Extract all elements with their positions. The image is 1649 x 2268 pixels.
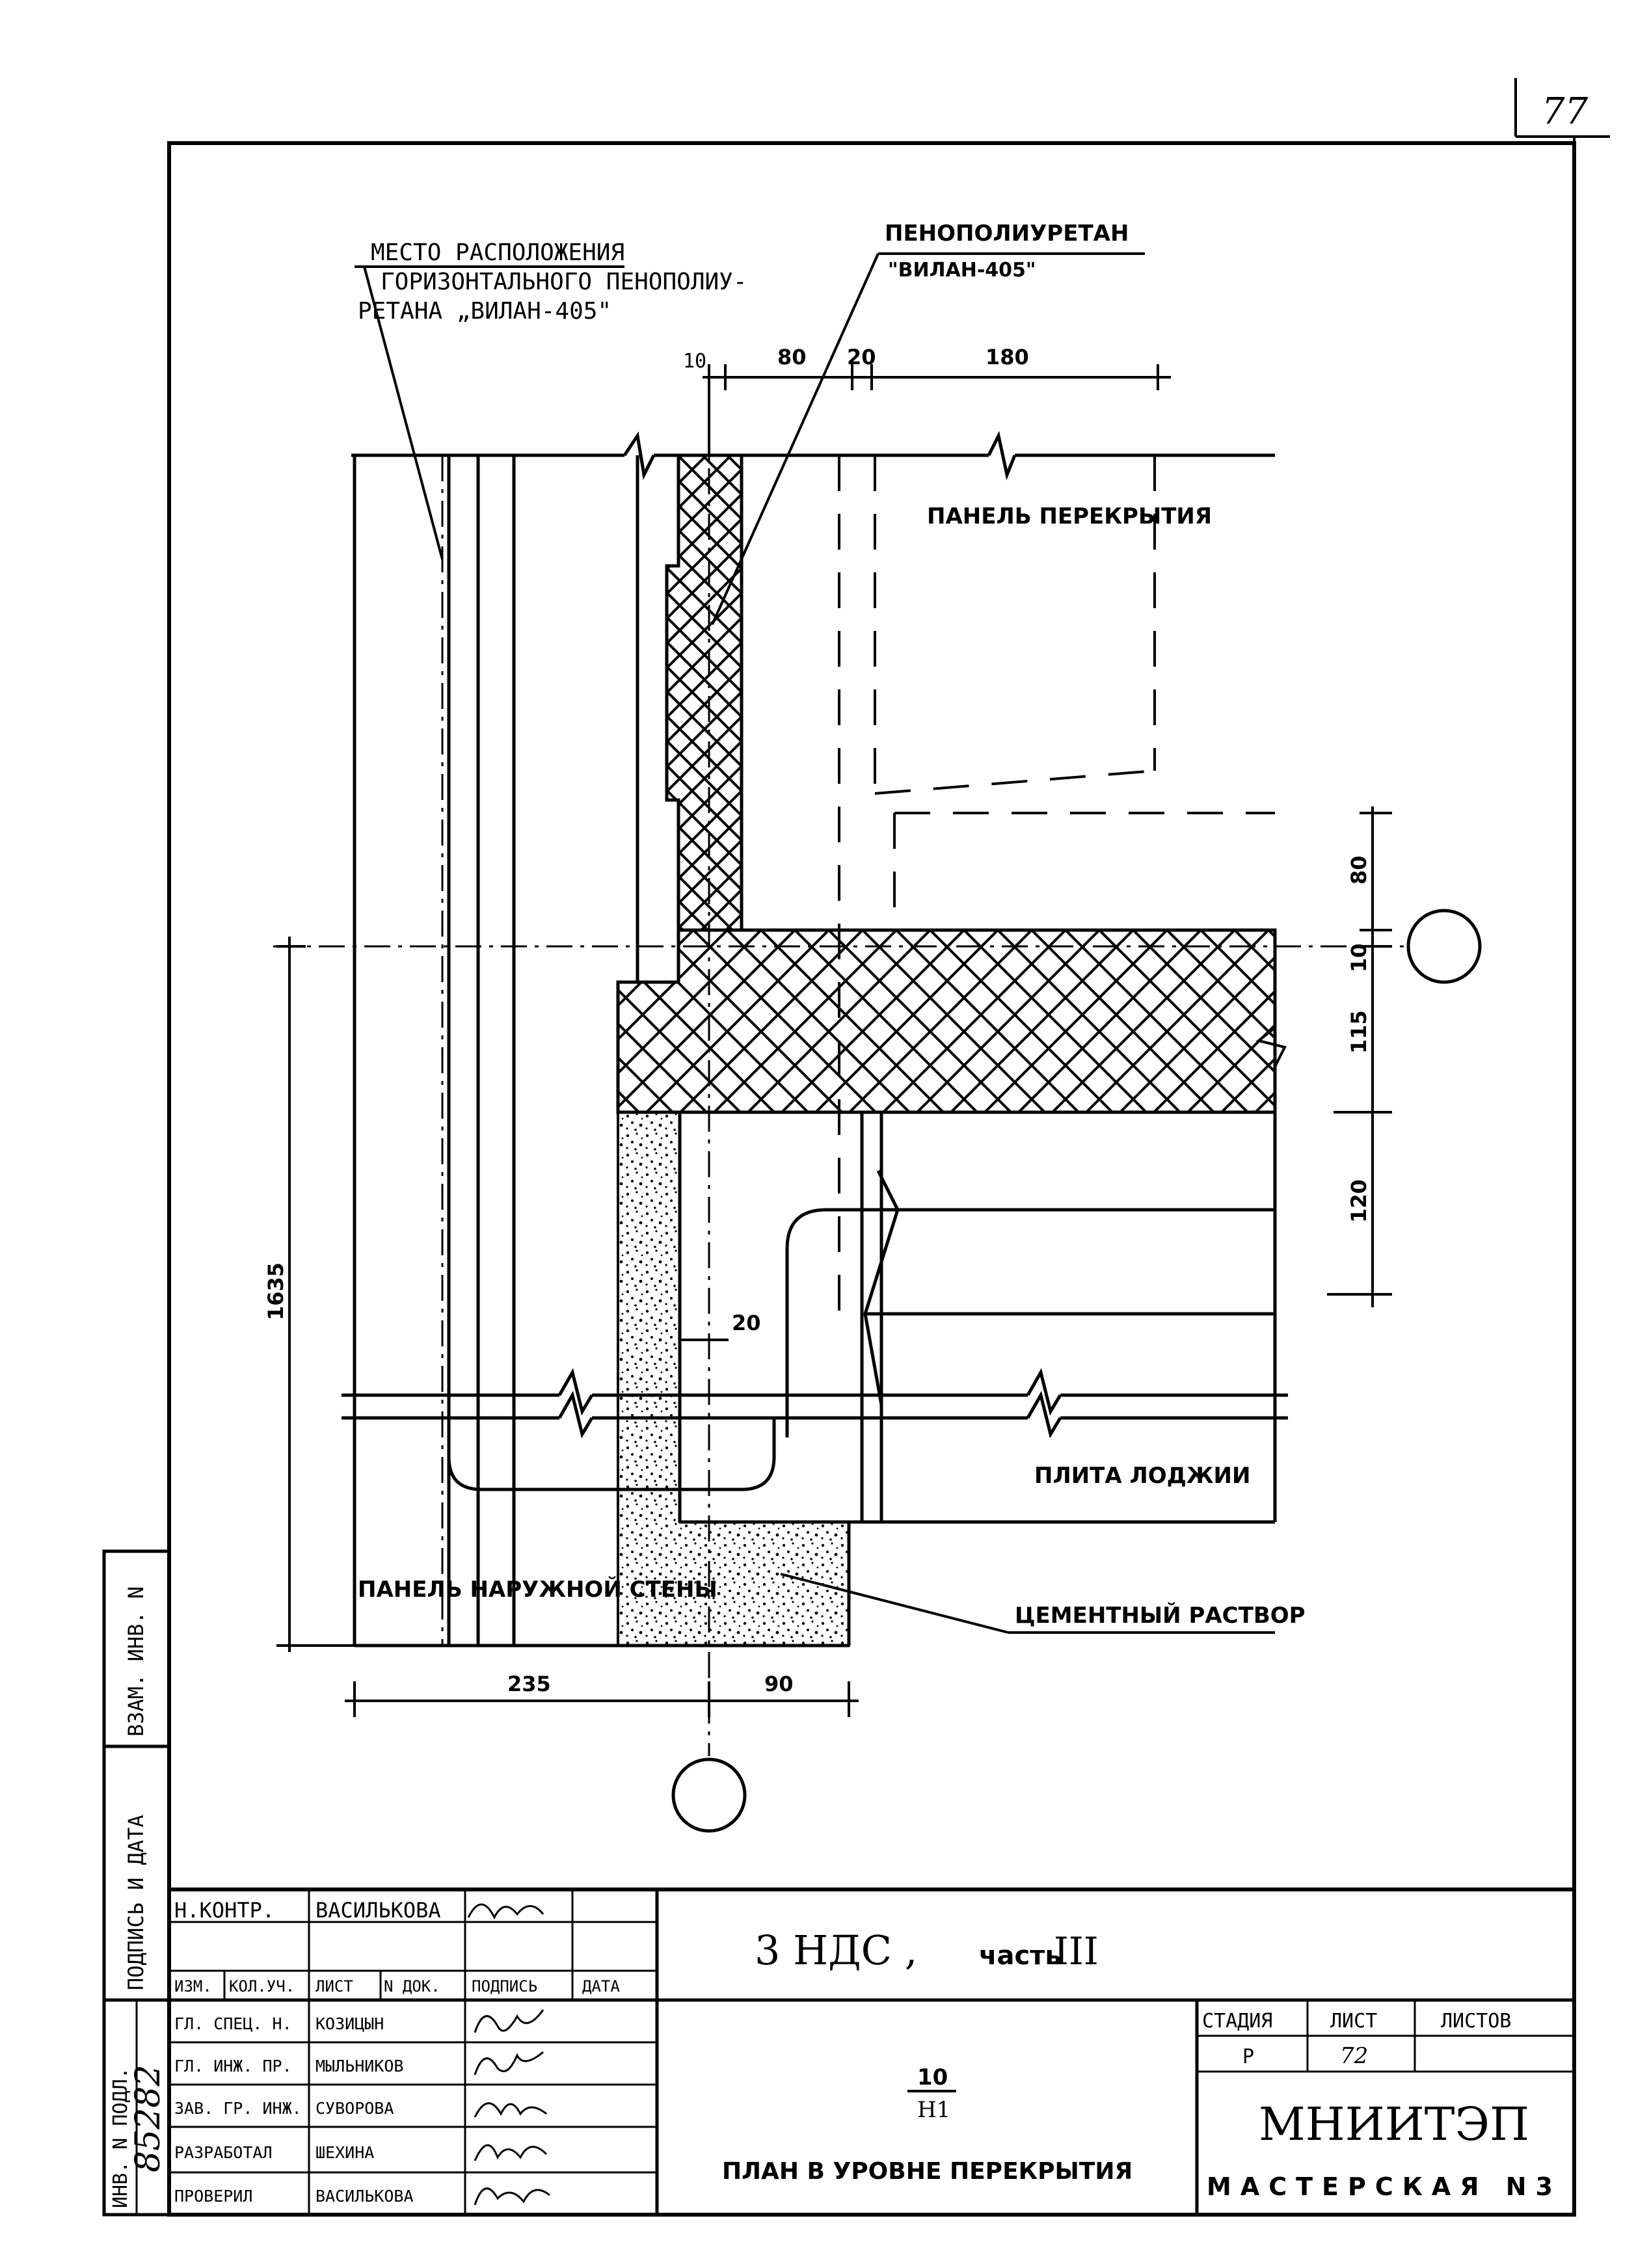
name-checked: ВАСИЛЬКОВА <box>315 2187 414 2206</box>
role-checked: ПРОВЕРИЛ <box>174 2187 252 2206</box>
part-number: III <box>1054 1929 1099 1973</box>
workshop-name: МАСТЕРСКАЯ N3 <box>1207 2172 1562 2201</box>
label-location-line1: МЕСТО РАСПОЛОЖЕНИЯ <box>371 239 624 266</box>
role-developed: РАЗРАБОТАЛ <box>174 2143 273 2162</box>
norm-control-signature <box>467 1903 544 1920</box>
label-cement-mortar: ЦЕМЕНТНЫЙ РАСТВОР <box>1015 1602 1306 1629</box>
norm-control-name: ВАСИЛЬКОВА <box>315 1898 441 1923</box>
header-doc: N ДОК. <box>384 1977 440 1995</box>
name-developed: ШЕХИНА <box>315 2143 374 2162</box>
dim-right-115: 115 <box>1347 1010 1371 1054</box>
node-sheet-ref: Н1 <box>917 2097 950 2123</box>
header-date: ДАТА <box>582 1977 620 1995</box>
name-chief-spec: КОЗИЦЫН <box>315 2014 384 2033</box>
node-number: 10 <box>917 2064 948 2090</box>
dim-inner-20: 20 <box>732 1311 761 1335</box>
project-title: 3 НДС , <box>755 1927 917 1974</box>
dim-bottom-90: 90 <box>764 1672 794 1696</box>
axis-bubble-bottom <box>671 1757 747 1833</box>
side-stamp: ВЗАМ. ИНВ. N ПОДПИСЬ И ДАТА ИНВ. N ПОДЛ.… <box>102 1549 171 2217</box>
norm-control-title: Н.КОНТР. <box>174 1898 275 1923</box>
role-chief-spec: ГЛ. СПЕЦ. Н. <box>174 2014 292 2033</box>
role-chief-eng: ГЛ. ИНЖ. ПР. <box>174 2057 292 2075</box>
header-signature: ПОДПИСЬ <box>472 1977 537 1995</box>
label-foam-line1: ПЕНОПОЛИУРЕТАН <box>885 220 1129 247</box>
header-count: КОЛ.УЧ. <box>229 1977 295 1995</box>
stage-header: СТАДИЯ <box>1202 2010 1272 2033</box>
header-change: ИЗМ. <box>174 1977 212 1995</box>
title-block-texts: Н.КОНТР. ВАСИЛЬКОВА ИЗМ. КОЛ.УЧ. ЛИСТ N … <box>174 1898 1562 2206</box>
sheets-header: ЛИСТОВ <box>1441 2010 1511 2033</box>
drawing-labels: МЕСТО РАСПОЛОЖЕНИЯ ГОРИЗОНТАЛЬНОГО ПЕНОП… <box>358 220 1306 1629</box>
dim-left-1635: 1635 <box>263 1262 288 1320</box>
title-block <box>167 1888 1576 2217</box>
sheet-value: 72 <box>1340 2043 1368 2069</box>
side-zone-signature-date: ПОДПИСЬ И ДАТА <box>124 1815 148 1990</box>
label-outer-wall-panel: ПАНЕЛЬ НАРУЖНОЙ СТЕНЫ <box>358 1576 717 1603</box>
dim-top-80: 80 <box>777 345 807 369</box>
part-word: часть <box>979 1941 1062 1971</box>
header-sheet: ЛИСТ <box>315 1977 353 1995</box>
side-zone-replace-inv: ВЗАМ. ИНВ. N <box>124 1586 148 1737</box>
corner-number-box: 77 <box>1514 78 1610 1307</box>
side-zone-original-inv: ИНВ. N ПОДЛ. <box>109 2067 132 2208</box>
sheet-header: ЛИСТ <box>1330 2010 1377 2033</box>
label-location-line2: ГОРИЗОНТАЛЬНОГО ПЕНОПОЛИУ- <box>381 269 747 295</box>
label-loggia-slab: ПЛИТА ЛОДЖИИ <box>1034 1463 1250 1489</box>
sheet-title: ПЛАН В УРОВНЕ ПЕРЕКРЫТИЯ <box>722 2158 1133 2185</box>
dim-right-80: 80 <box>1347 855 1371 885</box>
dimensions <box>276 364 1392 1717</box>
dim-top-180: 180 <box>985 345 1029 369</box>
label-foam-line2: "ВИЛАН-405" <box>888 259 1036 282</box>
dim-bottom-235: 235 <box>507 1672 551 1696</box>
label-location-line3: РЕТАНА „ВИЛАН-405" <box>358 298 611 325</box>
side-inv-number: 85282 <box>129 2065 168 2172</box>
dim-top-10: 10 <box>683 350 706 373</box>
name-chief-eng: МЫЛЬНИКОВ <box>315 2057 403 2075</box>
role-group-head: ЗАВ. ГР. ИНЖ. <box>174 2099 302 2118</box>
dim-right-120: 120 <box>1347 1179 1371 1223</box>
organization-name: МНИИТЭП <box>1259 2098 1529 2151</box>
stage-value: Р <box>1242 2046 1254 2068</box>
axis-bubble-right <box>1406 909 1482 984</box>
plan-drawing <box>273 252 1482 1833</box>
cement-mortar-fill <box>617 1111 850 1647</box>
foam-band-horizontal <box>616 928 1277 1114</box>
dim-top-20: 20 <box>847 345 876 369</box>
corner-sheet-number: 77 <box>1542 90 1589 133</box>
dimension-texts: 10 80 20 180 80 10 115 120 1635 20 235 9… <box>263 345 1371 1696</box>
name-group-head: СУВОРОВА <box>315 2099 394 2118</box>
dim-right-10: 10 <box>1347 943 1371 972</box>
foam-strip-vertical <box>665 453 744 932</box>
label-floor-panel: ПАНЕЛЬ ПЕРЕКРЫТИЯ <box>927 503 1212 529</box>
handwritten-signatures <box>474 2009 550 2206</box>
